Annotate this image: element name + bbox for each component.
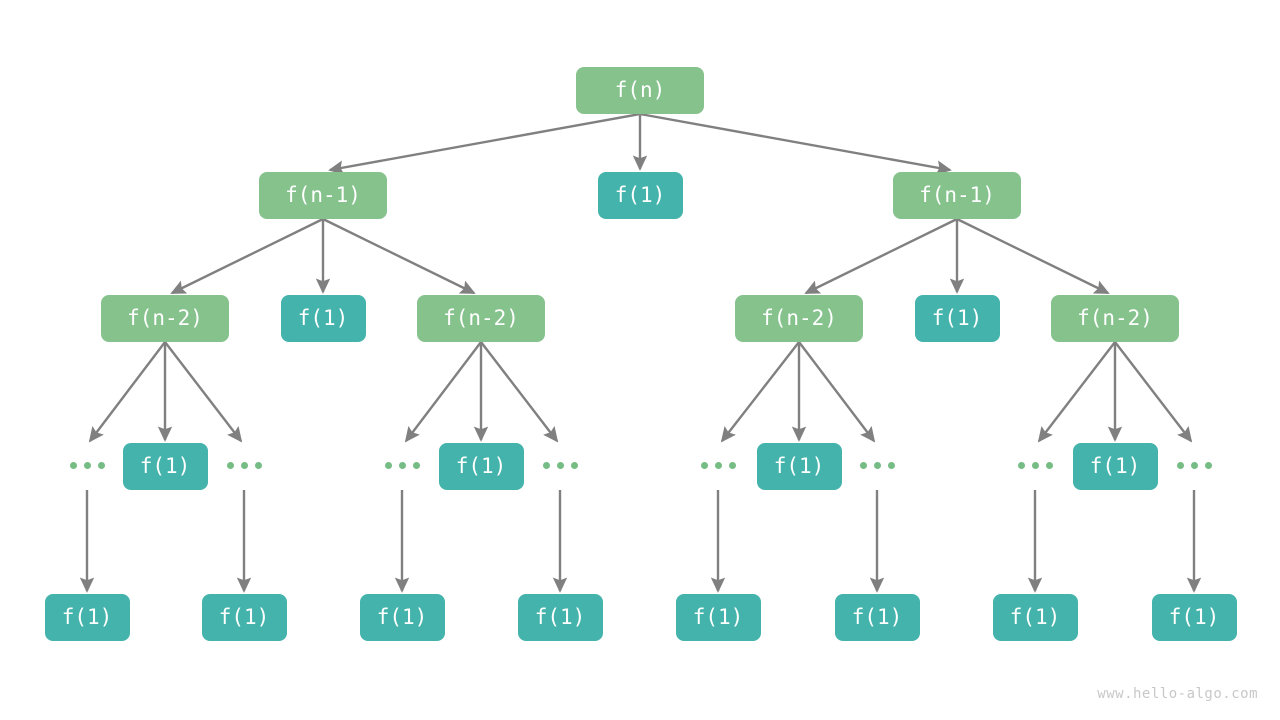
tree-node-n4-2[interactable]: f(1) — [359, 593, 445, 641]
ellipsis-dot — [729, 462, 736, 469]
ellipsis-dot — [1191, 462, 1198, 469]
tree-node-label: f(1) — [1009, 605, 1061, 629]
ellipsis-marker-e4 — [701, 462, 736, 469]
tree-node-label: f(n-1) — [919, 183, 995, 207]
ellipsis-dot — [1046, 462, 1053, 469]
ellipsis-dot — [70, 462, 77, 469]
tree-node-label: f(n-2) — [127, 306, 203, 330]
tree-node-label: f(n-2) — [761, 306, 837, 330]
ellipsis-dot — [84, 462, 91, 469]
tree-node-n3-10[interactable]: f(1) — [1072, 442, 1158, 490]
tree-node-n4-3[interactable]: f(1) — [517, 593, 603, 641]
tree-edge — [170, 217, 324, 295]
tree-edge — [1037, 341, 1116, 443]
ellipsis-dot — [571, 462, 578, 469]
tree-node-label: f(n-1) — [285, 183, 361, 207]
ellipsis-dot — [399, 462, 406, 469]
tree-node-label: f(1) — [297, 306, 349, 330]
tree-edge — [322, 217, 476, 295]
ellipsis-dot — [385, 462, 392, 469]
tree-edge — [956, 217, 1110, 295]
tree-node-n2-2[interactable]: f(n-2) — [417, 294, 545, 342]
tree-edge — [639, 112, 952, 175]
tree-node-n4-4[interactable]: f(1) — [675, 593, 761, 641]
watermark-text: www.hello-algo.com — [1097, 686, 1258, 702]
tree-edge — [404, 341, 482, 443]
tree-node-n4-5[interactable]: f(1) — [834, 593, 920, 641]
tree-node-label: f(1) — [692, 605, 744, 629]
tree-node-n3-4[interactable]: f(1) — [438, 442, 524, 490]
tree-node-label: f(1) — [851, 605, 903, 629]
ellipsis-dot — [701, 462, 708, 469]
ellipsis-dot — [557, 462, 564, 469]
tree-node-label: f(1) — [455, 454, 507, 478]
tree-edge — [480, 341, 559, 443]
tree-node-label: f(1) — [376, 605, 428, 629]
ellipsis-dot — [860, 462, 867, 469]
tree-node-label: f(1) — [218, 605, 270, 629]
tree-node-n2-1[interactable]: f(1) — [280, 294, 366, 342]
tree-node-n0[interactable]: f(n) — [576, 66, 704, 114]
ellipsis-dot — [227, 462, 234, 469]
ellipsis-dot — [1177, 462, 1184, 469]
tree-edge — [720, 341, 800, 443]
ellipsis-dot — [1032, 462, 1039, 469]
tree-node-n2-4[interactable]: f(1) — [914, 294, 1000, 342]
tree-edge — [88, 341, 166, 443]
ellipsis-marker-e5 — [860, 462, 895, 469]
tree-node-label: f(n) — [614, 78, 666, 102]
ellipsis-marker-e6 — [1018, 462, 1053, 469]
tree-node-n2-3[interactable]: f(n-2) — [735, 294, 863, 342]
tree-node-n4-1[interactable]: f(1) — [201, 593, 287, 641]
tree-edge — [164, 341, 243, 443]
tree-node-label: f(1) — [534, 605, 586, 629]
tree-node-n2-0[interactable]: f(n-2) — [101, 294, 229, 342]
tree-node-n2-5[interactable]: f(n-2) — [1051, 294, 1179, 342]
ellipsis-marker-e7 — [1177, 462, 1212, 469]
tree-edge — [328, 112, 641, 175]
tree-edge — [804, 217, 958, 295]
tree-node-label: f(1) — [931, 306, 983, 330]
tree-node-n1-1[interactable]: f(1) — [597, 171, 683, 219]
ellipsis-dot — [98, 462, 105, 469]
tree-edge — [798, 341, 876, 443]
tree-node-label: f(1) — [614, 183, 666, 207]
tree-edge — [1114, 341, 1193, 443]
ellipsis-dot — [413, 462, 420, 469]
tree-node-label: f(n-2) — [443, 306, 519, 330]
ellipsis-dot — [715, 462, 722, 469]
tree-node-label: f(1) — [1089, 454, 1141, 478]
tree-node-label: f(1) — [139, 454, 191, 478]
ellipsis-dot — [255, 462, 262, 469]
tree-node-n4-7[interactable]: f(1) — [1151, 593, 1237, 641]
ellipsis-marker-e0 — [70, 462, 105, 469]
ellipsis-marker-e3 — [543, 462, 578, 469]
ellipsis-dot — [1018, 462, 1025, 469]
tree-node-label: f(n-2) — [1077, 306, 1153, 330]
tree-node-label: f(1) — [61, 605, 113, 629]
tree-node-n1-2[interactable]: f(n-1) — [893, 171, 1021, 219]
tree-node-n4-0[interactable]: f(1) — [44, 593, 130, 641]
ellipsis-marker-e1 — [227, 462, 262, 469]
ellipsis-dot — [1205, 462, 1212, 469]
tree-node-n1-0[interactable]: f(n-1) — [259, 171, 387, 219]
ellipsis-marker-e2 — [385, 462, 420, 469]
tree-node-n4-6[interactable]: f(1) — [992, 593, 1078, 641]
ellipsis-dot — [543, 462, 550, 469]
ellipsis-dot — [888, 462, 895, 469]
ellipsis-dot — [241, 462, 248, 469]
tree-node-n3-7[interactable]: f(1) — [756, 442, 842, 490]
tree-node-label: f(1) — [773, 454, 825, 478]
tree-node-n3-1[interactable]: f(1) — [122, 442, 208, 490]
tree-node-label: f(1) — [1168, 605, 1220, 629]
ellipsis-dot — [874, 462, 881, 469]
